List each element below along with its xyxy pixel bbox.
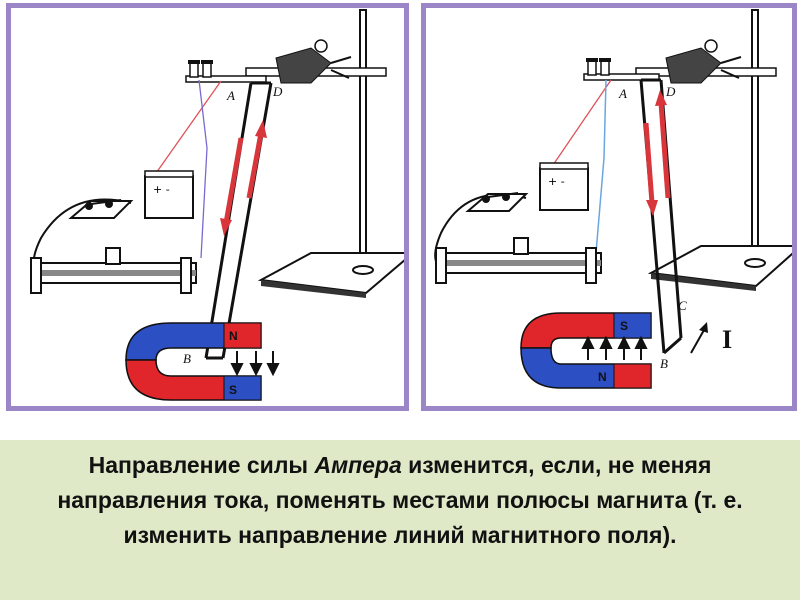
current-arrow-up (246, 132, 264, 199)
right-experiment-panel: + - S N A D B C I (421, 3, 797, 411)
left-apparatus-drawing: + - N S A D B (30, 9, 404, 401)
pole-label-bottom: N (598, 370, 607, 384)
force-arrows (230, 351, 280, 377)
current-arrow-down-head (220, 218, 232, 236)
current-arrow-down (643, 122, 655, 204)
pole-label-top: S (620, 319, 628, 333)
current-arrow-up-head (655, 90, 667, 106)
red-wire (153, 80, 222, 177)
rheostat (435, 237, 602, 284)
force-arrows (581, 335, 648, 360)
caption-part-1: Направление силы (88, 452, 315, 478)
battery: + - (144, 170, 194, 219)
battery: + - (539, 162, 589, 211)
caption-emphasis: Ампера (314, 452, 402, 478)
rheostat (30, 247, 197, 294)
caption-text: Направление силы Ампера изменится, если,… (20, 448, 780, 553)
terminal-bar (583, 58, 660, 81)
direction-arrow (690, 329, 705, 354)
direction-arrow-head (699, 322, 708, 333)
pole-label-bottom: S (229, 383, 237, 397)
point-label-b: B (183, 351, 191, 366)
terminal-bar (185, 60, 267, 83)
right-apparatus-drawing: + - S N A D B C I (434, 9, 792, 389)
point-label-a: A (226, 88, 235, 103)
clamp (635, 39, 777, 84)
pole-label-top: N (229, 329, 238, 343)
tripod-stand (257, 9, 404, 298)
tripod-stand (647, 9, 792, 291)
current-arrow-down-head (646, 200, 658, 216)
svg-text:+ -: + - (153, 183, 170, 196)
current-arrow-up-head (255, 120, 267, 138)
purple-wire (198, 79, 208, 259)
point-label-c: C (678, 298, 687, 313)
left-experiment-panel: + - N S A D B (6, 3, 409, 411)
current-arrow-up (658, 102, 671, 199)
point-label-a: A (618, 86, 627, 101)
horseshoe-magnet (125, 322, 262, 401)
point-label-d: D (272, 84, 283, 99)
clamp (245, 39, 387, 84)
key-switch (465, 192, 529, 212)
horseshoe-magnet (520, 312, 652, 389)
svg-text:+ -: + - (548, 175, 565, 188)
caption-box: Направление силы Ампера изменится, если,… (0, 440, 800, 600)
current-symbol: I (722, 325, 732, 354)
red-wire (550, 79, 612, 169)
caption-part-2: изменится, если, не меняя направления то… (57, 452, 743, 548)
current-arrow-down (223, 137, 244, 224)
blue-wire (595, 79, 607, 254)
point-label-d: D (665, 84, 676, 99)
key-switch (68, 199, 134, 219)
point-label-b: B (660, 356, 668, 371)
